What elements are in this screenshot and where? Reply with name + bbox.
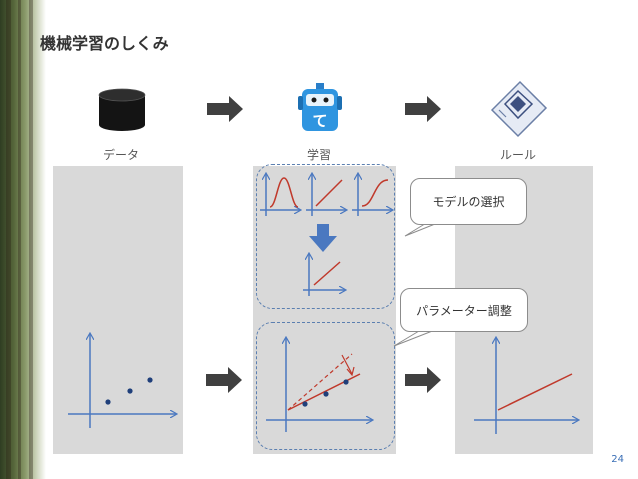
page-number: 24: [611, 454, 624, 465]
model-candidate-linear: [306, 174, 346, 216]
selection-down-arrow: [309, 224, 337, 252]
slide-title: 機械学習のしくみ: [40, 34, 169, 53]
model-selection-group: [256, 164, 395, 309]
parameter-tuning-callout: パラメーター調整: [400, 288, 528, 332]
rule-plot: [474, 338, 578, 434]
data-label: データ: [103, 148, 140, 162]
parameter-tuning-group: [256, 322, 395, 450]
robot-icon: て: [298, 83, 342, 131]
data-point: [127, 388, 133, 394]
model-selection-text: モデルの選択: [432, 195, 505, 209]
data-point: [302, 401, 308, 407]
parameter-tuning-text: パラメーター調整: [416, 303, 512, 318]
database-icon: [98, 88, 146, 131]
callout-tail-model: [404, 221, 441, 237]
learning-panel: [253, 166, 396, 454]
learning-label: 学習: [307, 148, 332, 162]
chip-icon: [490, 80, 548, 138]
data-point: [323, 391, 329, 397]
data-point: [105, 399, 111, 405]
arrow-training-to-rule: [405, 367, 441, 393]
rule-label: ルール: [500, 148, 537, 162]
model-candidate-bell: [260, 174, 300, 216]
data-scatter-plot: [68, 334, 176, 428]
arrow-learning-to-rule: [405, 96, 441, 122]
arrow-data-to-training: [206, 367, 242, 393]
model-candidate-sigmoid: [352, 174, 392, 216]
selected-linear-model: [303, 254, 345, 296]
data-point: [343, 379, 349, 385]
fitting-plot: [266, 338, 372, 432]
model-selection-callout: モデルの選択: [410, 178, 527, 225]
svg-text:て: て: [312, 112, 327, 130]
data-point: [147, 377, 153, 383]
arrow-data-to-learning: [207, 96, 243, 122]
data-panel: [53, 166, 183, 454]
callout-tail-parameter: [393, 327, 441, 347]
forest-background: [0, 0, 46, 479]
